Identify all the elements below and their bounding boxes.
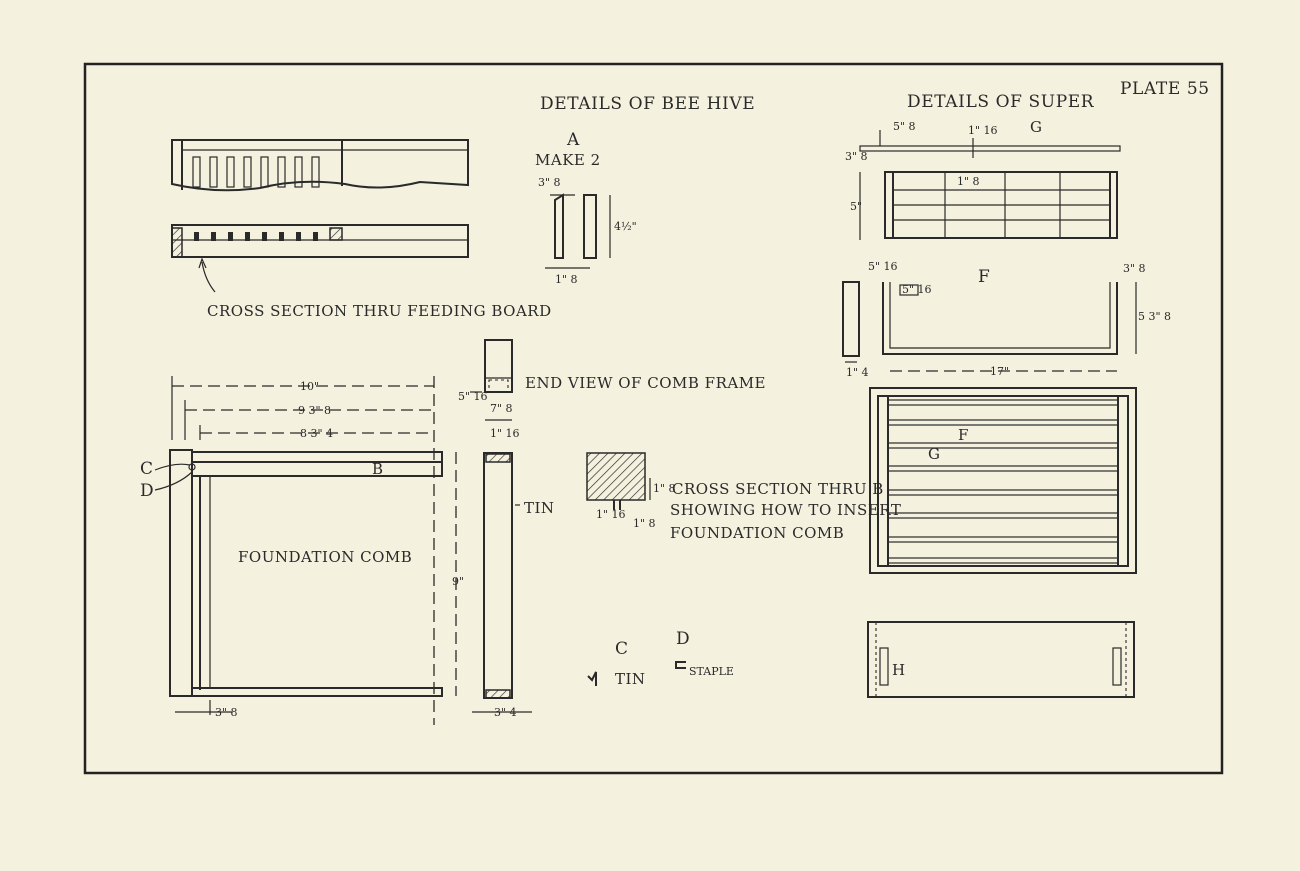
d-pointer-label: D bbox=[140, 481, 154, 501]
d-staple-label: STAPLE bbox=[689, 665, 734, 678]
b-label: B bbox=[372, 460, 384, 478]
width-10-dim: 10" bbox=[300, 380, 319, 393]
g-58-dim: 5" 8 bbox=[893, 120, 916, 133]
f-label-plan: F bbox=[958, 426, 969, 444]
f-14-dim: 1" 4 bbox=[846, 366, 869, 379]
foundation-comb-label: FOUNDATION COMB bbox=[238, 548, 412, 566]
part-a-wedge: A MAKE 2 3" 8 4½" 1" 8 bbox=[535, 130, 637, 286]
cross-b-line3: FOUNDATION COMB bbox=[670, 524, 844, 542]
g-38-dim: 3" 8 bbox=[845, 150, 868, 163]
cross-116-dim: 1" 16 bbox=[596, 508, 626, 521]
comb-frame: 10" 9 3" 8 8 3" 4 B C D FOUNDATION COMB … bbox=[140, 376, 464, 725]
plate-number: PLATE 55 bbox=[1120, 79, 1210, 99]
cross-b-line1: CROSS SECTION THRU B bbox=[672, 480, 884, 498]
end-516-dim: 5" 16 bbox=[458, 390, 488, 403]
c-tin-label: TIN bbox=[615, 670, 646, 688]
f-38-dim: 3" 8 bbox=[1123, 262, 1146, 275]
f-small-dim: 5" 16 bbox=[902, 283, 932, 296]
make-2-label: MAKE 2 bbox=[535, 151, 601, 169]
super-inner-dim: 1" 8 bbox=[957, 175, 980, 188]
a-bottom-dim: 1" 8 bbox=[555, 273, 578, 286]
g-label-plan: G bbox=[928, 445, 940, 463]
cross-18b-dim: 1" 8 bbox=[633, 517, 656, 530]
part-a-label: A bbox=[566, 130, 580, 150]
staple-icon bbox=[675, 661, 686, 669]
end-78-dim: 7" 8 bbox=[490, 402, 513, 415]
bottom-38-dim: 3" 8 bbox=[215, 706, 238, 719]
plate-border bbox=[83, 62, 1224, 775]
a-height-dim: 4½" bbox=[614, 220, 637, 233]
feeding-board-side-view bbox=[171, 139, 469, 192]
super-title: DETAILS OF SUPER bbox=[907, 92, 1095, 112]
c-legend-letter: C bbox=[615, 639, 628, 659]
end-view-comb-frame: 5" 16 7" 8 1" 16 END VIEW OF COMB FRAME … bbox=[458, 339, 766, 719]
end-34-dim: 3" 4 bbox=[494, 706, 517, 719]
a-top-dim: 3" 8 bbox=[538, 176, 561, 189]
super-part-f: F 5" 16 3" 8 5" 16 5 3" 8 17" 1" 4 bbox=[842, 260, 1171, 379]
feeding-board-label: CROSS SECTION THRU FEEDING BOARD bbox=[207, 302, 552, 320]
super-plan-view: F G bbox=[869, 387, 1137, 574]
height-9-dim: 9" bbox=[452, 575, 464, 588]
f-538-dim: 5 3" 8 bbox=[1138, 310, 1171, 323]
end-view-label: END VIEW OF COMB FRAME bbox=[525, 374, 766, 392]
width-938-dim: 9 3" 8 bbox=[298, 404, 331, 417]
f-label-top: F bbox=[978, 267, 990, 287]
cross-b-line2: SHOWING HOW TO INSERT bbox=[670, 501, 901, 519]
c-d-legend: C D TIN STAPLE bbox=[587, 629, 734, 688]
end-116-dim: 1" 16 bbox=[490, 427, 520, 440]
super-part-h: H bbox=[867, 621, 1135, 698]
d-legend-letter: D bbox=[676, 629, 690, 649]
g-label-top: G bbox=[1030, 118, 1042, 136]
plate-title: DETAILS OF BEE HIVE bbox=[540, 94, 755, 114]
f-17-dim: 17" bbox=[990, 365, 1009, 378]
h-label: H bbox=[892, 661, 906, 679]
super-part-g: G 5" 8 1" 16 3" 8 bbox=[845, 118, 1121, 163]
c-pointer-label: C bbox=[140, 459, 153, 479]
f-516-dim: 5" 16 bbox=[868, 260, 898, 273]
super-5-dim: 5" bbox=[850, 200, 862, 213]
cross-18-dim: 1" 8 bbox=[653, 482, 676, 495]
cross-section-b: 1" 8 1" 16 1" 8 CROSS SECTION THRU B SHO… bbox=[586, 452, 901, 542]
tin-label: TIN bbox=[524, 499, 555, 517]
g-116-dim: 1" 16 bbox=[968, 124, 998, 137]
width-834-dim: 8 3" 4 bbox=[300, 427, 333, 440]
tin-clip-icon bbox=[587, 671, 597, 686]
super-side-view: 5" 1" 8 bbox=[850, 171, 1118, 240]
feeding-board-cross-section bbox=[171, 224, 469, 293]
